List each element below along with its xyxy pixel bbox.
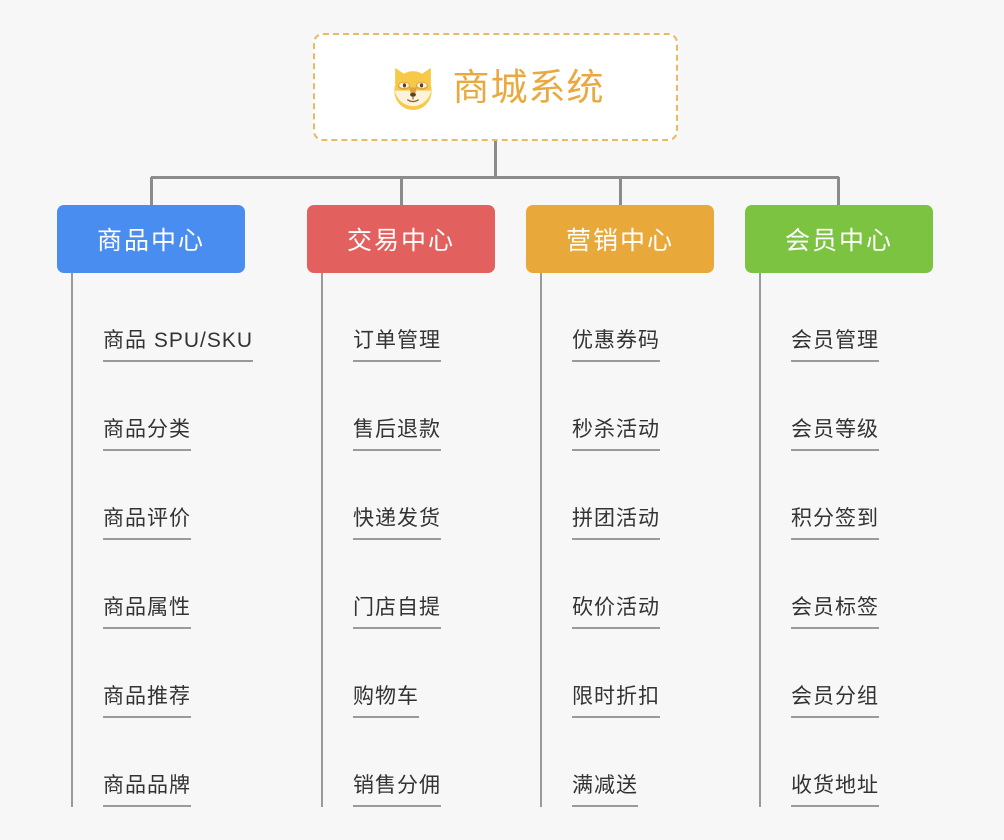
leaf-label: 会员标签: [791, 597, 879, 629]
leaf-label: 满减送: [572, 775, 638, 807]
leaf-item[interactable]: 会员等级: [761, 362, 933, 451]
leaf-item[interactable]: 积分签到: [761, 451, 933, 540]
branch-column-2: 交易中心 订单管理 售后退款 快递发货 门店自提 购物车 销售分佣: [307, 205, 495, 807]
leaf-label: 收货地址: [791, 775, 879, 807]
leaf-item[interactable]: 商品推荐: [73, 629, 245, 718]
leaf-label: 销售分佣: [353, 775, 441, 807]
leaf-label: 优惠券码: [572, 330, 660, 362]
leaf-item[interactable]: 订单管理: [323, 273, 495, 362]
leaf-item[interactable]: 砍价活动: [542, 540, 714, 629]
branch-column-3: 营销中心 优惠券码 秒杀活动 拼团活动 砍价活动 限时折扣 满减送: [526, 205, 714, 807]
leaf-item[interactable]: 门店自提: [323, 540, 495, 629]
leaf-label: 积分签到: [791, 508, 879, 540]
category-box-trade-center[interactable]: 交易中心: [307, 205, 495, 273]
branch-column-4: 会员中心 会员管理 会员等级 积分签到 会员标签 会员分组 收货地址: [745, 205, 933, 807]
leaf-list: 订单管理 售后退款 快递发货 门店自提 购物车 销售分佣: [321, 273, 495, 807]
leaf-label: 快递发货: [353, 508, 441, 540]
leaf-item[interactable]: 购物车: [323, 629, 495, 718]
leaf-label: 门店自提: [353, 597, 441, 629]
leaf-list: 优惠券码 秒杀活动 拼团活动 砍价活动 限时折扣 满减送: [540, 273, 714, 807]
category-box-member-center[interactable]: 会员中心: [745, 205, 933, 273]
leaf-label: 商品属性: [103, 597, 191, 629]
leaf-label: 拼团活动: [572, 508, 660, 540]
leaf-item[interactable]: 快递发货: [323, 451, 495, 540]
leaf-item[interactable]: 收货地址: [761, 718, 933, 807]
leaf-item[interactable]: 会员标签: [761, 540, 933, 629]
leaf-label: 商品分类: [103, 419, 191, 451]
leaf-item[interactable]: 商品分类: [73, 362, 245, 451]
leaf-item[interactable]: 商品评价: [73, 451, 245, 540]
leaf-item[interactable]: 商品品牌: [73, 718, 245, 807]
leaf-item[interactable]: 秒杀活动: [542, 362, 714, 451]
leaf-item[interactable]: 拼团活动: [542, 451, 714, 540]
leaf-item[interactable]: 商品 SPU/SKU: [73, 273, 254, 362]
leaf-item[interactable]: 销售分佣: [323, 718, 495, 807]
leaf-label: 售后退款: [353, 419, 441, 451]
leaf-item[interactable]: 售后退款: [323, 362, 495, 451]
leaf-label: 商品品牌: [103, 775, 191, 807]
leaf-item[interactable]: 满减送: [542, 718, 714, 807]
leaf-item[interactable]: 会员分组: [761, 629, 933, 718]
leaf-item[interactable]: 会员管理: [761, 273, 933, 362]
root-node[interactable]: 商城系统: [313, 33, 678, 141]
leaf-label: 砍价活动: [572, 597, 660, 629]
root-title: 商城系统: [452, 66, 605, 108]
shiba-dog-face-icon: [393, 67, 432, 111]
leaf-label: 会员等级: [791, 419, 879, 451]
leaf-label: 商品评价: [103, 508, 191, 540]
category-box-product-center[interactable]: 商品中心: [57, 205, 245, 273]
leaf-item[interactable]: 商品属性: [73, 540, 245, 629]
leaf-item[interactable]: 优惠券码: [542, 273, 714, 362]
category-label: 商品中心: [96, 227, 205, 255]
branch-column-1: 商品中心 商品 SPU/SKU 商品分类 商品评价 商品属性 商品推荐 商品品牌: [57, 205, 254, 807]
leaf-label: 商品推荐: [103, 686, 191, 718]
leaf-list: 商品 SPU/SKU 商品分类 商品评价 商品属性 商品推荐 商品品牌: [71, 273, 254, 807]
leaf-label: 会员分组: [791, 686, 879, 718]
category-label: 会员中心: [784, 227, 893, 255]
leaf-label: 限时折扣: [572, 686, 660, 718]
category-box-marketing-center[interactable]: 营销中心: [526, 205, 714, 273]
leaf-label: 购物车: [353, 686, 419, 718]
leaf-label: 商品 SPU/SKU: [103, 330, 254, 362]
leaf-label: 订单管理: [353, 330, 441, 362]
leaf-label: 秒杀活动: [572, 419, 660, 451]
leaf-list: 会员管理 会员等级 积分签到 会员标签 会员分组 收货地址: [759, 273, 933, 807]
leaf-label: 会员管理: [791, 330, 879, 362]
category-label: 交易中心: [346, 227, 455, 255]
category-label: 营销中心: [565, 227, 674, 255]
leaf-item[interactable]: 限时折扣: [542, 629, 714, 718]
